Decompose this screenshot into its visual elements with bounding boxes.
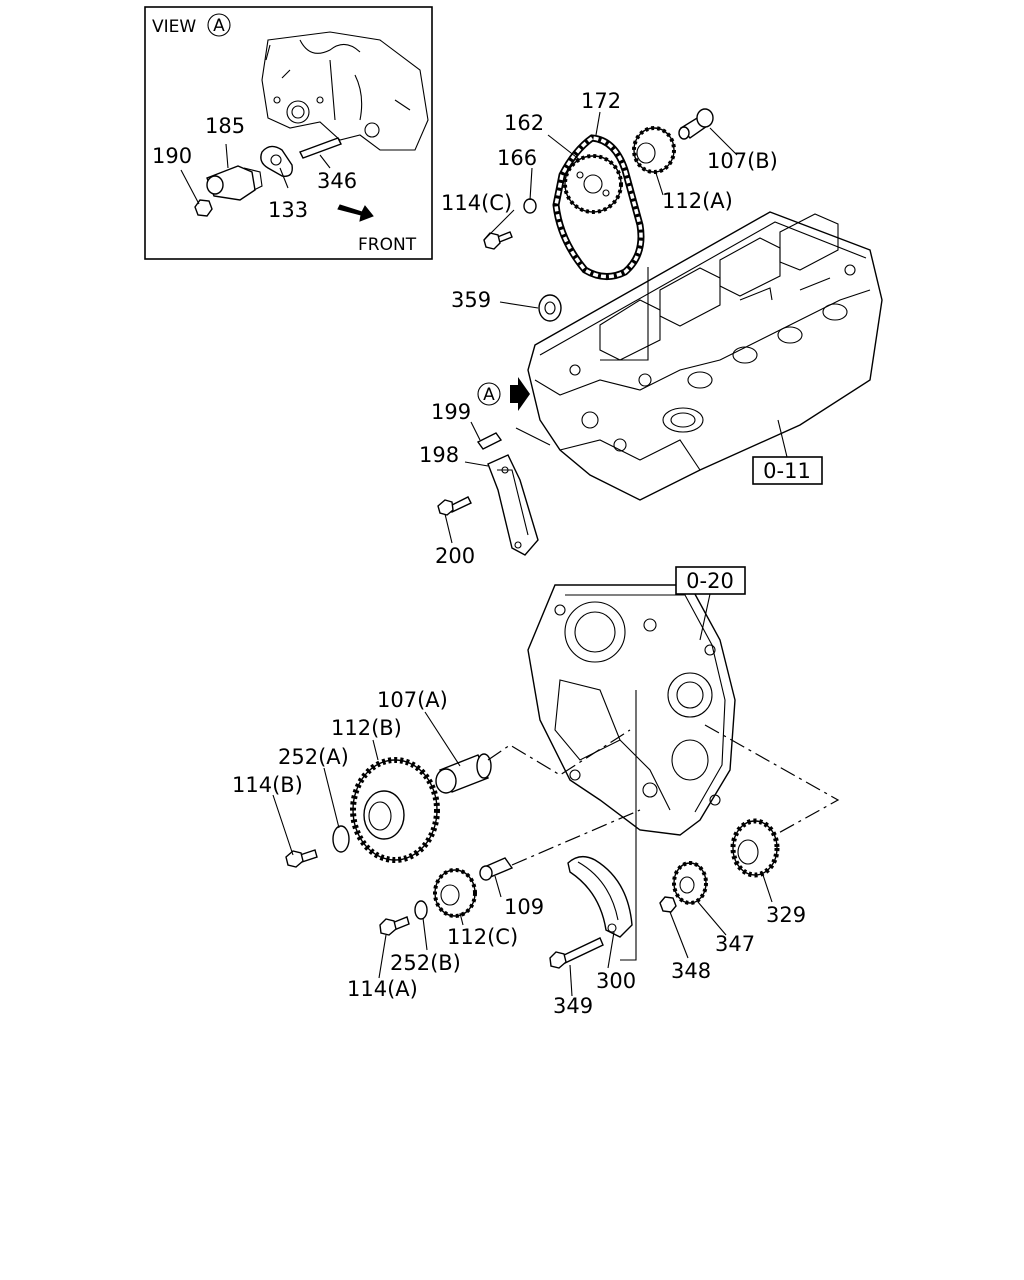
view-a-casting (261, 31, 429, 151)
view-a-frame (144, 6, 433, 260)
ref-marker-a (477, 382, 501, 406)
part-329-gear (730, 818, 780, 878)
callout-114a: 114(A) (347, 977, 418, 1001)
callout-112b: 112(B) (331, 716, 402, 740)
part-185-sensor (206, 165, 263, 201)
callout-162: 162 (504, 111, 544, 135)
ref-box-0-11 (752, 456, 823, 485)
front-label: FRONT (358, 235, 417, 255)
part-112a-gear (632, 126, 676, 174)
ref-box-0-20 (675, 566, 746, 595)
part-114c-bolt (483, 231, 513, 250)
timing-case (527, 584, 736, 836)
part-252b-washer (414, 900, 428, 920)
part-112c-gear (433, 868, 477, 918)
ref-label-0-20: 0-20 (686, 569, 734, 593)
callout-107a: 107(A) (377, 688, 448, 712)
ref-marker-a-label: A (483, 385, 495, 405)
view-a-mark: A (213, 16, 225, 36)
callout-252a: 252(A) (278, 745, 349, 769)
callout-133: 133 (268, 198, 308, 222)
callout-359: 359 (451, 288, 491, 312)
callout-190: 190 (152, 144, 192, 168)
callout-346: 346 (317, 169, 357, 193)
part-114a-bolt (379, 916, 410, 936)
part-359-seal (538, 294, 562, 322)
part-114b-bolt (285, 849, 318, 868)
callout-166: 166 (497, 146, 537, 170)
callout-199: 199 (431, 400, 471, 424)
part-172-timing-chain (552, 134, 645, 280)
part-107a-shaft (435, 753, 492, 794)
ref-label-0-11: 0-11 (763, 459, 811, 483)
part-300-tensioner-arm (567, 855, 633, 938)
part-109-bushing (479, 857, 514, 881)
view-a-title: VIEW (152, 17, 196, 37)
callout-198: 198 (419, 443, 459, 467)
callout-112a: 112(A) (662, 189, 733, 213)
part-347-gear (672, 861, 708, 905)
part-200-bolt (437, 496, 472, 516)
callout-172: 172 (581, 89, 621, 113)
callout-109: 109 (504, 895, 544, 919)
part-252a-washer (332, 825, 350, 853)
callout-112c: 112(C) (447, 925, 518, 949)
part-348-nut (659, 896, 677, 913)
callout-200: 200 (435, 544, 475, 568)
callout-185: 185 (205, 114, 245, 138)
view-a-circle (207, 13, 231, 37)
callout-348: 348 (671, 959, 711, 983)
part-198-chain-guide (487, 454, 539, 556)
part-133-gasket (260, 145, 293, 177)
part-162-sprocket (563, 154, 623, 214)
callout-300: 300 (596, 969, 636, 993)
part-112b-gear (350, 757, 440, 863)
part-349-bolt (549, 937, 604, 969)
callout-252b: 252(B) (390, 951, 461, 975)
callout-114b: 114(B) (232, 773, 303, 797)
callout-329: 329 (766, 903, 806, 927)
ref-arrow (510, 377, 530, 411)
part-346-stud (299, 137, 342, 159)
cylinder-head (527, 211, 883, 501)
callout-349: 349 (553, 994, 593, 1018)
part-107b-shaft (678, 108, 714, 140)
callout-347: 347 (715, 932, 755, 956)
callout-107b: 107(B) (707, 149, 778, 173)
view-a-inset: VIEW A (144, 6, 433, 260)
part-166-washer (523, 198, 537, 214)
callout-114c: 114(C) (441, 191, 512, 215)
part-199-pin (476, 432, 503, 450)
part-190-nut (194, 199, 213, 217)
front-arrow (337, 204, 374, 222)
